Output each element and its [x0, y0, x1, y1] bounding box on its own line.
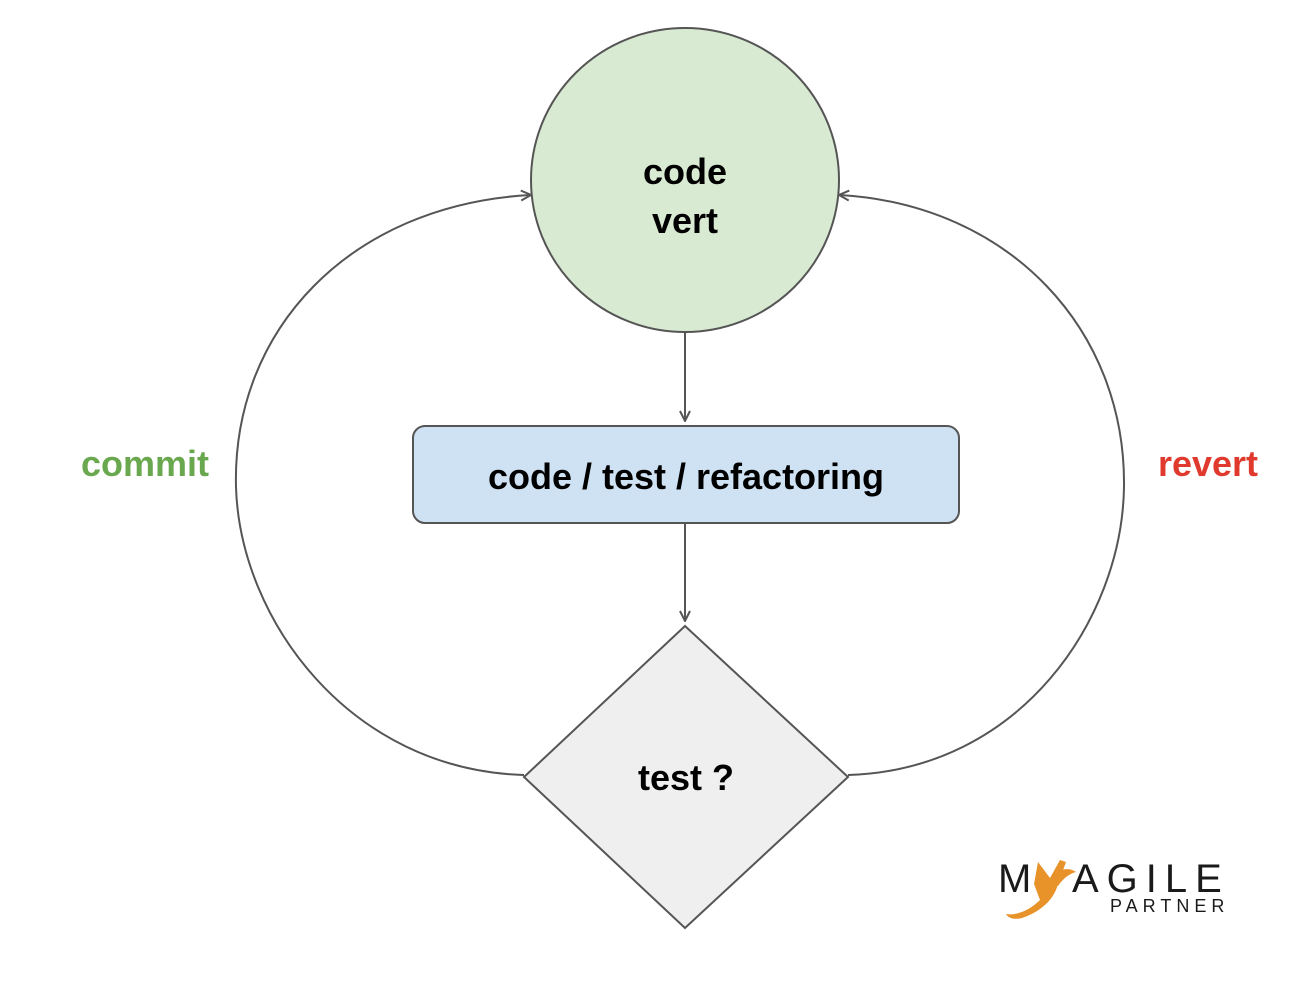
commit-label: commit [81, 443, 209, 484]
logo-letter-m: M [998, 857, 1031, 901]
process-node-shape [412, 425, 960, 524]
decision-node-test[interactable]: test ? [522, 624, 850, 930]
revert-label: revert [1158, 443, 1258, 484]
process-node-label: code / test / refactoring [488, 456, 884, 497]
revert-loop-arrow [840, 195, 1126, 776]
start-node-shape [530, 27, 840, 333]
start-node-line2: vert [652, 200, 718, 241]
decision-node-label: test ? [638, 757, 734, 798]
decision-node-shape [522, 624, 850, 930]
start-node-line1: code [643, 151, 727, 192]
dragon-wing [1050, 869, 1076, 886]
logo-word-agile: AGILE [1072, 857, 1230, 901]
process-node-code-test-refactoring[interactable]: code / test / refactoring [412, 425, 960, 524]
start-node-code-vert[interactable]: code vert [530, 27, 840, 333]
dragon-icon [1006, 860, 1076, 919]
commit-loop-arrow [234, 195, 530, 776]
myagile-partner-logo: M AGILE PARTNER [998, 857, 1230, 919]
logo-partner-text: PARTNER [1110, 896, 1229, 916]
dragon-shape [1006, 860, 1066, 919]
